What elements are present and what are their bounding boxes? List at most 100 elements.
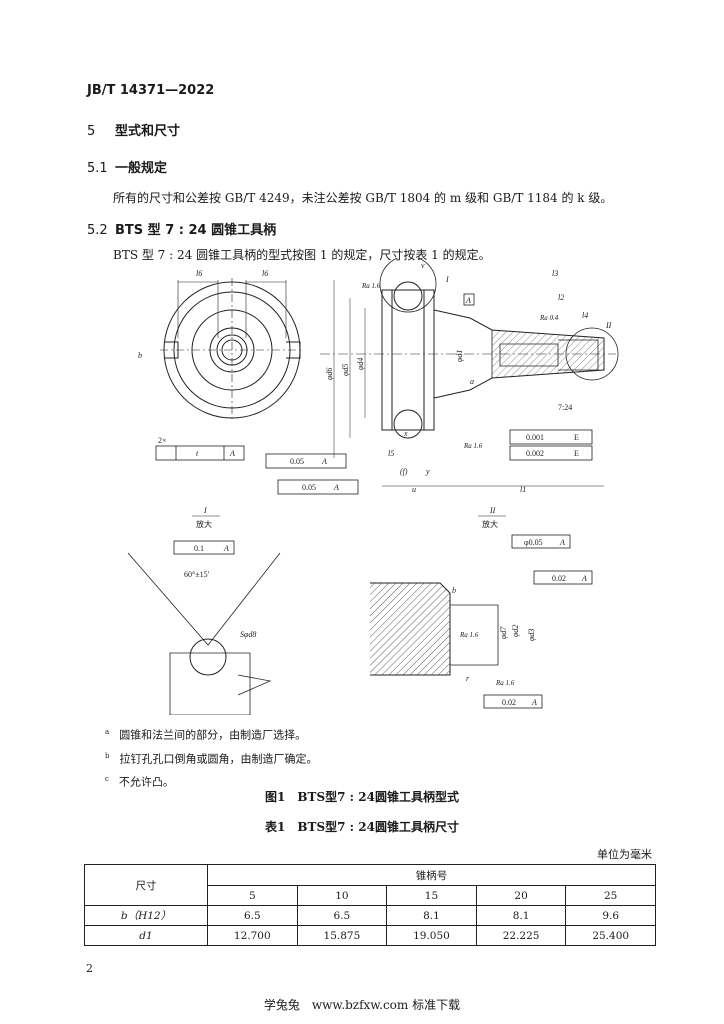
note-text: 圆锥和法兰间的部分，由制造厂选择。 [119,728,307,742]
section-number: 5.1 [87,161,108,176]
dim-l1: l1 [520,485,526,494]
table-cell: 12.700 [207,925,298,946]
note-c: c 不允许凸。 [105,769,317,793]
dim-d5: φd5 [341,364,350,376]
dim-l6-left: l6 [196,269,202,278]
table-cell: 9.6 [565,905,656,926]
dim-l6-right: l6 [262,269,268,278]
dimensions-table: 尺寸 锥柄号 5 10 15 20 25 b（H12） 6.5 6.5 8.1 … [84,864,656,946]
detail-II-pos-tol: φ0.05 [524,538,543,547]
detail-I-sd8: Sφd8 [240,630,256,639]
end-view [160,278,304,422]
detail-II-d7: φd7 [499,626,508,639]
size-cell: 25 [565,885,656,906]
detail-I-tol: 0.1 [194,544,204,553]
table-cell: 6.5 [207,905,298,926]
dim-y: y [425,467,430,476]
col-header-taper-no: 锥柄号 [207,864,656,886]
detail-I-label: I [203,506,207,515]
section-title: 型式和尺寸 [115,124,181,139]
table-size-row: 5 10 15 20 25 [85,885,656,906]
section-number: 5.2 [87,223,108,238]
symmetry-tolerance-frame: 2× t A [155,436,245,461]
detail-II-ra-bottom: Ra 1.6 [495,679,515,687]
detail-II-datum: A [581,574,587,583]
dim-a: a [470,377,474,386]
page-number: 2 [86,962,93,975]
table-row: b（H12） 6.5 6.5 8.1 8.1 9.6 [84,905,656,926]
tol-datum-b: A [333,483,339,492]
row-label: d1 [84,925,208,946]
section-5-heading: 5 型式和尺寸 [87,120,180,139]
envelope-E2: E [574,449,579,458]
size-cell: 5 [207,885,298,906]
detail-I: I 放大 0.1 A 60°±15′ Sφd8 [127,506,281,715]
roughness-flange: Ra 1.6 [463,442,483,450]
taper-ratio: 7:24 [558,403,572,412]
detail-II-pos-datum: A [559,538,565,547]
figure-notes: a 圆锥和法兰间的部分，由制造厂选择。 b 拉钉孔孔口倒角或圆角，由制造厂确定。 c… [105,722,317,793]
tol-005-a: 0.05 [290,457,304,466]
size-cell: 20 [475,885,567,906]
detail-II-label: II [489,506,496,515]
figure-caption: 图1 BTS型7 : 24圆锥工具柄型式 [265,790,459,804]
table-cell: 25.400 [565,925,656,946]
dim-b: b [138,351,142,360]
detail-II-datum-bottom: A [531,698,537,707]
row-label: b（H12） [84,905,208,926]
table-cell: 22.225 [475,925,567,946]
table-row: d1 12.700 15.875 19.050 22.225 25.400 [84,925,656,946]
note-text: 拉钉孔孔口倒角或圆角，由制造厂确定。 [119,752,318,766]
tol-datum: A [229,449,235,458]
size-cell: 15 [386,885,477,906]
dim-v: v [421,261,425,270]
tol-0002: 0.002 [526,449,544,458]
table-cell: 15.875 [296,925,388,946]
site-footer: 学兔兔 www.bzfxw.com 标准下载 [263,998,461,1012]
standard-number: JB/T 14371—2022 [87,83,215,98]
table-cell: 8.1 [475,905,567,926]
dim-d6: φd6 [325,368,334,380]
note-mark: c [105,775,109,784]
section-title: 一般规定 [115,161,168,176]
table-caption: 表1 BTS型7 : 24圆锥工具柄尺寸 [265,820,459,834]
note-mark: b [105,751,110,760]
table-cell: 6.5 [296,905,388,926]
section-number: 5 [87,124,96,139]
dim-l5: l5 [388,449,394,458]
roughness-top: Ra 1.6 [361,282,381,290]
dim-l4: l4 [582,311,588,320]
detail-ref-I: I [445,275,449,284]
datum-A-box: A [465,296,471,305]
detail-II-r: r [466,674,470,683]
dim-u: u [412,485,416,494]
side-view [320,258,619,439]
section-5-1-text: 所有的尺寸和公差按 GB/T 4249，未注公差按 GB/T 1804 的 m … [113,191,613,205]
dim-f: (f) [400,467,408,476]
tol-005-b: 0.05 [302,483,316,492]
note-a: a 圆锥和法兰间的部分，由制造厂选择。 [105,722,317,746]
table-cell: 8.1 [386,905,477,926]
dim-d4: φd4 [356,358,365,370]
tol-0001: 0.001 [526,433,544,442]
section-5-1-heading: 5.1 一般规定 [87,157,167,176]
table-cell: 19.050 [386,925,477,946]
detail-II-tol-bottom: 0.02 [502,698,516,707]
runout-tolerance-frames: 0.001 0.002 E E [509,429,593,461]
note-b: b 拉钉孔孔口倒角或圆角，由制造厂确定。 [105,746,317,770]
note-mark: a [105,728,110,736]
detail-II-tol: 0.02 [552,574,566,583]
figure-1-main-drawing: l6 l6 b 2× t A φd6 φd5 φd4 φd1 a v I [138,258,619,495]
detail-I-datum: A [223,544,229,553]
col-header-dimension: 尺寸 [84,864,208,906]
size-cell: 10 [296,885,388,906]
tol-datum-a: A [321,457,327,466]
note-text: 不允许凸。 [118,775,174,789]
axial-runout-frames: 0.05 A 0.05 A [265,453,359,495]
dim-d1: φd1 [455,350,464,362]
detail-I-angle: 60°±15′ [184,570,210,579]
dim-x: x [403,429,408,438]
table-header-row: 尺寸 锥柄号 [84,864,656,906]
detail-II-b: b [452,586,456,595]
